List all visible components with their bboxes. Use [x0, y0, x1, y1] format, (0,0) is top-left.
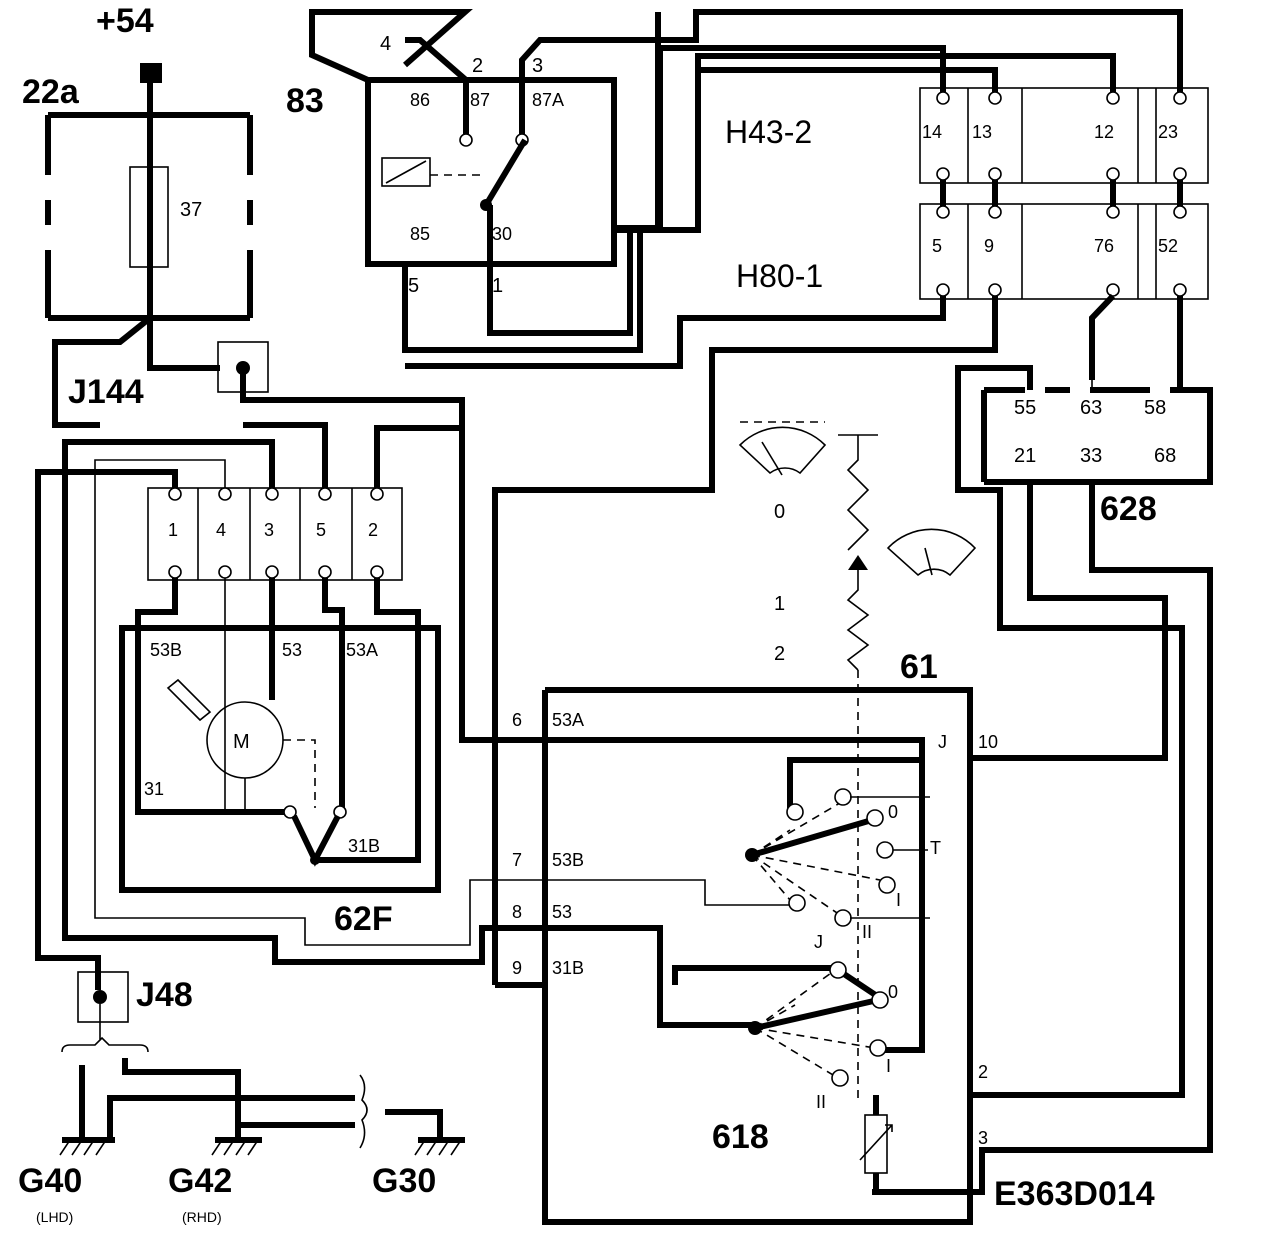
switch-618 [542, 421, 977, 1225]
motor-terminal-53a: 53A [346, 640, 378, 660]
gauge-label-0: 0 [774, 501, 785, 523]
ground-g30-label: G30 [372, 1162, 436, 1200]
relay-label: 83 [286, 82, 324, 120]
switch-pos-0-lower: 0 [888, 982, 898, 1002]
switch-pin-9: 9 [512, 958, 522, 978]
switch-pin-6: 6 [512, 710, 522, 730]
diagram-id: E363D014 [994, 1175, 1155, 1213]
switch-pos-i-lower: I [886, 1056, 891, 1076]
module-628-label: 628 [1100, 490, 1157, 528]
fuse-box-label: 22a [22, 73, 80, 111]
relay-wire-2: 2 [472, 55, 483, 77]
h80-pin-76: 76 [1094, 236, 1114, 256]
relay-wire-1: 1 [492, 275, 503, 297]
motor-conn-pin-2: 2 [368, 520, 378, 540]
switch-pin-31b: 31B [552, 958, 584, 978]
switch-pin-3: 3 [978, 1128, 988, 1148]
ground-g40 [59, 1137, 115, 1156]
switch-pin-10: 10 [978, 732, 998, 752]
module-628-pin-63: 63 [1080, 397, 1102, 419]
wiper-motor-62f [119, 625, 441, 893]
switch-pos-j-upper: J [938, 732, 947, 752]
connector-h80-1 [919, 203, 1209, 300]
switch-pin-2: 2 [978, 1062, 988, 1082]
motor-conn-pin-3: 3 [264, 520, 274, 540]
switch-label: 618 [712, 1118, 769, 1156]
switch-pos-ii-upper: II [862, 922, 872, 942]
ground-g30 [414, 1137, 465, 1156]
switch-pos-j-lower: J [814, 932, 823, 952]
wiper-motor-label: 62F [334, 900, 393, 938]
switch-pin-53a: 53A [552, 710, 584, 730]
connector-h80-label: H80-1 [736, 258, 823, 294]
ground-g42-label: G42 [168, 1162, 232, 1200]
relay-pin-86: 86 [410, 90, 430, 110]
motor-terminal-53b: 53B [150, 640, 182, 660]
switch-pos-t: T [930, 838, 941, 858]
switch-pos-i-upper: I [896, 890, 901, 910]
gauge-label-2: 2 [774, 643, 785, 665]
switch-pin-8: 8 [512, 902, 522, 922]
motor-m-label: M [233, 731, 250, 753]
h43-pin-23: 23 [1158, 122, 1178, 142]
switch-pin-53b: 53B [552, 850, 584, 870]
h80-pin-5: 5 [932, 236, 942, 256]
supply-terminal [140, 63, 162, 83]
switch-pos-0-upper: 0 [888, 802, 898, 822]
module-628-pin-68: 68 [1154, 445, 1176, 467]
module-628-pin-33: 33 [1080, 445, 1102, 467]
splice-j144-label: J144 [68, 373, 144, 411]
relay-wire-3: 3 [532, 55, 543, 77]
module-628-pin-58: 58 [1144, 397, 1166, 419]
h80-pin-9: 9 [984, 236, 994, 256]
h43-pin-13: 13 [972, 122, 992, 142]
relay-wire-5: 5 [408, 275, 419, 297]
motor-conn-pin-1: 1 [168, 520, 178, 540]
module-628-pin-21: 21 [1014, 445, 1036, 467]
ground-g42-note: (RHD) [182, 1209, 222, 1225]
connector-h43-label: H43-2 [725, 114, 812, 150]
relay-wire-4: 4 [380, 33, 391, 55]
module-628 [981, 318, 1213, 485]
supply-label: +54 [96, 2, 154, 40]
relay-pin-30: 30 [492, 224, 512, 244]
ground-g40-label: G40 [18, 1162, 82, 1200]
switch-pin-53: 53 [552, 902, 572, 922]
splice-j48-label: J48 [136, 976, 193, 1014]
relay-pin-87: 87 [470, 90, 490, 110]
motor-terminal-31: 31 [144, 779, 164, 799]
gauge-label-1: 1 [774, 593, 785, 615]
ground-g42 [211, 1137, 262, 1156]
motor-connector [147, 487, 403, 581]
relay-pin-85: 85 [410, 224, 430, 244]
h80-pin-52: 52 [1158, 236, 1178, 256]
fuse-number: 37 [180, 199, 202, 221]
motor-terminal-53: 53 [282, 640, 302, 660]
splice-j48 [77, 971, 129, 1023]
module-628-pin-55: 55 [1014, 397, 1036, 419]
motor-terminal-31b: 31B [348, 836, 380, 856]
switch-pos-ii-lower: II [816, 1092, 826, 1112]
relay-pin-87a: 87A [532, 90, 564, 110]
ground-g40-note: (LHD) [36, 1209, 73, 1225]
switch-pin-7: 7 [512, 850, 522, 870]
h43-pin-12: 12 [1094, 122, 1114, 142]
switch-group-label: 61 [900, 648, 938, 686]
h43-pin-14: 14 [922, 122, 942, 142]
motor-conn-pin-5: 5 [316, 520, 326, 540]
motor-conn-pin-4: 4 [216, 520, 226, 540]
